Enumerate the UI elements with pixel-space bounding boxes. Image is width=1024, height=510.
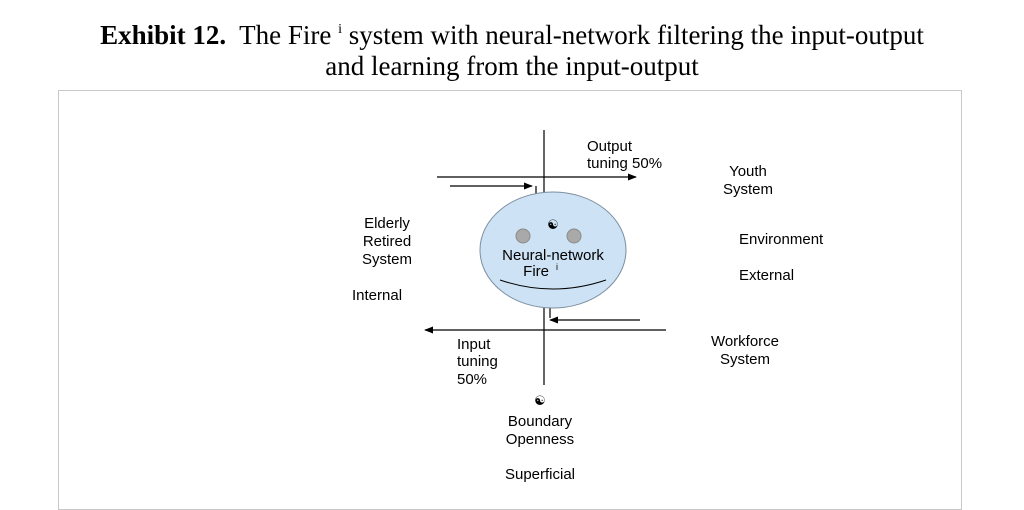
input-tuning-label-3: 50% [457, 371, 487, 388]
exhibit-title: Exhibit 12. The Fire i system with neura… [0, 14, 1024, 82]
title-fire: The Fire [239, 20, 332, 50]
face-label: Neural-network [502, 247, 604, 264]
face-fire-superscript: i [556, 262, 558, 272]
external-label: External [739, 267, 794, 284]
environment-label: Environment [739, 231, 824, 248]
output-tuning-label-1: Output [587, 138, 633, 155]
elderly-label-3: System [362, 251, 412, 268]
youth-label-1: Youth [729, 163, 767, 180]
title-line-2: and learning from the input-output [325, 51, 699, 81]
left-eye [515, 228, 531, 244]
input-tuning-label-1: Input [457, 336, 491, 353]
face-smile [499, 279, 607, 290]
title-rest: system with neural-network filtering the… [348, 20, 924, 50]
neural-network-face [479, 191, 627, 309]
internal-label: Internal [352, 287, 402, 304]
face-fire-label: Fire [523, 263, 549, 280]
elderly-label-1: Elderly [364, 215, 410, 232]
superficial-label: Superficial [505, 466, 575, 483]
exhibit-label: Exhibit 12. [100, 20, 227, 50]
right-eye [566, 228, 582, 244]
youth-label-2: System [723, 181, 773, 198]
boundary-label-2: Openness [506, 431, 574, 448]
elderly-label-2: Retired [363, 233, 411, 250]
workforce-label-1: Workforce [711, 333, 779, 350]
title-superscript: i [338, 22, 343, 37]
title-line-1: Exhibit 12. The Fire i system with neura… [0, 14, 1024, 51]
boundary-label-1: Boundary [508, 413, 573, 430]
face-yin-yang-icon: ☯ [547, 218, 559, 233]
workforce-label-2: System [720, 351, 770, 368]
boundary-yin-yang-icon: ☯ [534, 394, 546, 409]
input-tuning-label-2: tuning [457, 353, 498, 370]
fire-system-diagram: ☯ Neural-network Fire i Output tuning 50… [352, 130, 824, 483]
output-tuning-label-2: tuning 50% [587, 155, 662, 172]
